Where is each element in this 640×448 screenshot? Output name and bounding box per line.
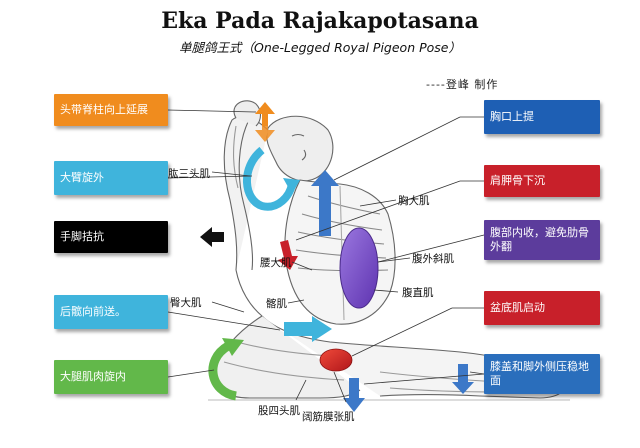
right-box-chest-lift-text: 胸口上提 [490, 110, 534, 123]
label-iliacus: 髂肌 [266, 298, 287, 310]
label-triceps: 肱三头肌 [168, 168, 210, 180]
right-box-knee-foot: 膝盖和脚外侧压稳地面 [484, 354, 600, 394]
left-box-hip-forward: 后髋向前送。 [54, 295, 168, 329]
foot-press-arrow [452, 364, 474, 394]
diagram-title: Eka Pada Rajakapotasana [161, 8, 479, 34]
left-box-arm-rotation-text: 大臂旋外 [60, 171, 104, 184]
right-box-abdomen: 腹部内收，避免肋骨外翻 [484, 220, 600, 260]
chest-lift-arrow [311, 170, 339, 236]
label-quadriceps: 股四头肌 [258, 405, 300, 417]
left-box-hip-forward-text: 后髋向前送。 [60, 305, 126, 318]
abdomen-highlight [339, 227, 379, 309]
left-box-thigh-rotation: 大腿肌肉旋内 [54, 360, 168, 394]
hand-foot-arrow [200, 227, 224, 247]
left-box-hand-foot: 手脚拮抗 [54, 221, 168, 253]
thigh-rotation-arrowhead [222, 338, 244, 356]
right-box-pelvic-floor-text: 盆底肌启动 [490, 301, 545, 314]
label-pectoralis-major: 胸大肌 [398, 195, 430, 207]
left-box-spine-extension-text: 头带脊柱向上延展 [60, 103, 148, 116]
arm-rotation-arrowhead [283, 178, 300, 194]
connector-lines [167, 109, 485, 403]
left-box-arm-rotation: 大臂旋外 [54, 161, 168, 195]
right-box-chest-lift: 胸口上提 [484, 100, 600, 134]
arm-rotation-arrow [243, 146, 296, 211]
label-external-oblique: 腹外斜肌 [412, 253, 454, 265]
pelvic-floor-highlight [319, 348, 353, 372]
left-box-hand-foot-text: 手脚拮抗 [60, 230, 104, 243]
right-box-abdomen-text: 腹部内收，避免肋骨外翻 [490, 226, 589, 253]
spine-extension-arrow [255, 102, 275, 142]
author-credit: ----登峰 制作 [426, 78, 499, 91]
hip-forward-arrow [284, 316, 332, 342]
left-box-spine-extension: 头带脊柱向上延展 [54, 94, 168, 126]
right-box-scapula-down: 肩胛骨下沉 [484, 165, 600, 197]
knee-press-arrow [343, 378, 365, 412]
label-gluteus-maximus: 臀大肌 [170, 297, 202, 309]
label-tensor-fasciae-latae: 阔筋膜张肌 [302, 411, 355, 423]
right-box-scapula-down-text: 肩胛骨下沉 [490, 174, 545, 187]
right-box-knee-foot-text: 膝盖和脚外侧压稳地面 [490, 360, 589, 387]
label-psoas-major: 腰大肌 [260, 257, 292, 269]
diagram-subtitle: 单腿鸽王式（One-Legged Royal Pigeon Pose） [179, 40, 461, 55]
label-rectus-abdominis: 腹直肌 [402, 287, 434, 299]
right-box-pelvic-floor: 盆底肌启动 [484, 291, 600, 325]
left-box-thigh-rotation-text: 大腿肌肉旋内 [60, 370, 126, 383]
thigh-rotation-arrow [208, 342, 238, 401]
